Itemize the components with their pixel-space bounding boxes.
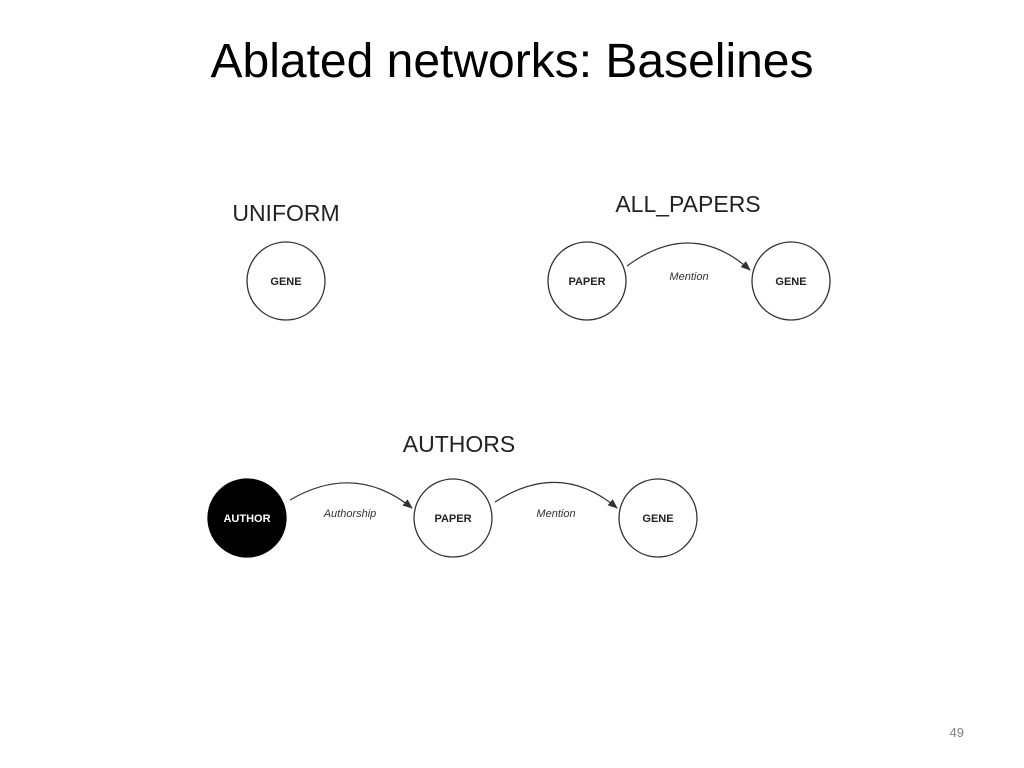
- all-papers-gene-node: GENE: [751, 241, 831, 321]
- uniform-label: UNIFORM: [232, 200, 339, 226]
- authors-authorship-edge-label: Authorship: [323, 508, 377, 520]
- authors-gene-node-label: GENE: [642, 513, 673, 525]
- authors-network: AUTHORS AUTHOR Authorship PAPER Mention …: [207, 431, 698, 558]
- all-papers-paper-node-label: PAPER: [568, 276, 605, 288]
- uniform-gene-node-label: GENE: [270, 276, 301, 288]
- uniform-network: UNIFORM GENE: [232, 200, 340, 321]
- authors-authorship-edge: [289, 482, 413, 509]
- authors-author-node: AUTHOR: [207, 478, 287, 558]
- all-papers-mention-edge: [626, 242, 751, 271]
- authors-label: AUTHORS: [403, 431, 515, 457]
- all-papers-gene-node-label: GENE: [775, 276, 806, 288]
- authors-paper-node: PAPER: [413, 478, 493, 558]
- all-papers-network: ALL_PAPERS PAPER Mention GENE: [547, 191, 831, 321]
- all-papers-mention-edge-label: Mention: [669, 271, 708, 283]
- authors-paper-node-label: PAPER: [434, 513, 471, 525]
- all-papers-label: ALL_PAPERS: [615, 191, 760, 217]
- all-papers-paper-node: PAPER: [547, 241, 627, 321]
- page-number: 49: [949, 725, 964, 740]
- authors-author-node-label: AUTHOR: [223, 513, 270, 525]
- authors-mention-edge: [494, 481, 618, 509]
- authors-gene-node: GENE: [618, 478, 698, 558]
- slide-title: Ablated networks: Baselines: [210, 35, 814, 88]
- uniform-gene-node: GENE: [246, 241, 326, 321]
- authors-mention-edge-label: Mention: [536, 508, 575, 520]
